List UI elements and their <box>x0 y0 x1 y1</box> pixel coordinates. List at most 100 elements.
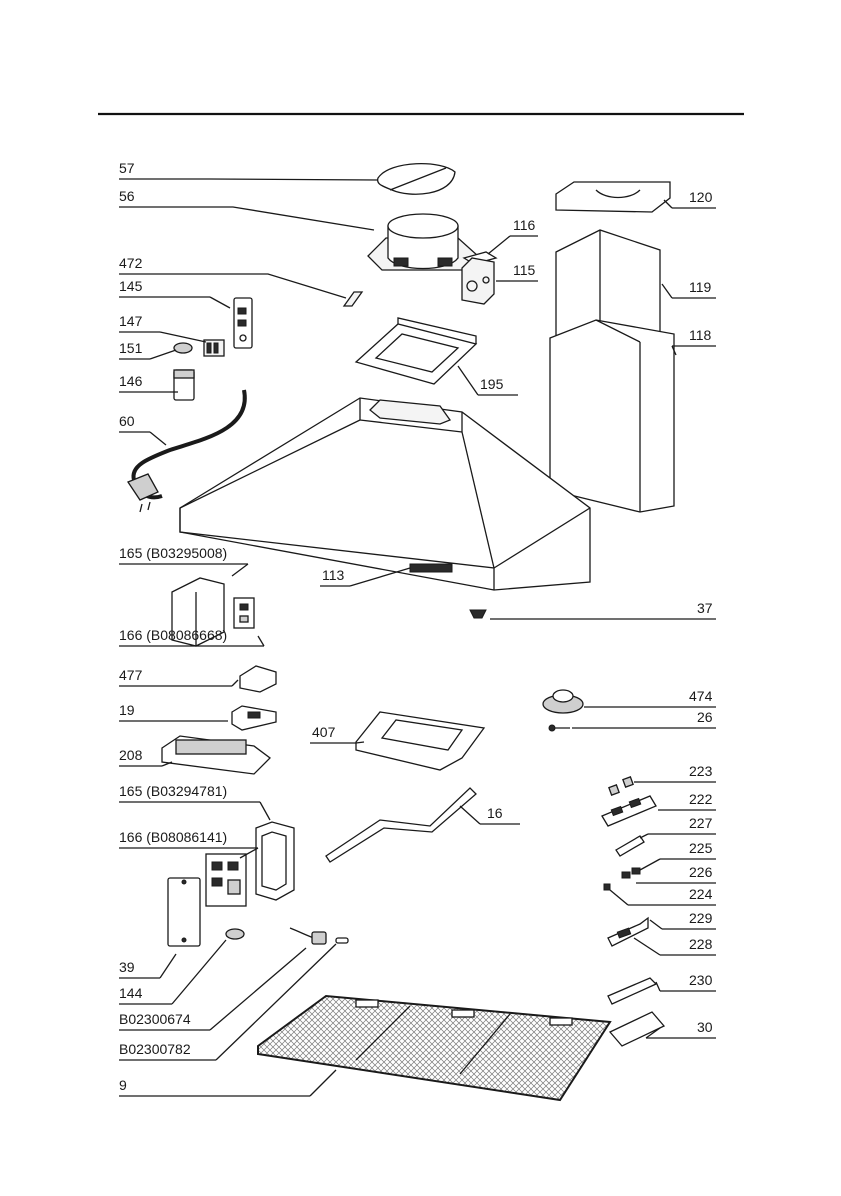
part-label: 407 <box>312 724 336 740</box>
part-label: 166 (B08086141) <box>119 829 227 845</box>
part-label: 147 <box>119 313 143 329</box>
callout-151: 151 <box>119 340 176 359</box>
leader-line <box>240 848 258 858</box>
part-label: 56 <box>119 188 135 204</box>
leader-line <box>310 1070 336 1096</box>
part-b02300674-drawing <box>290 928 326 944</box>
part-label: 230 <box>689 972 713 988</box>
callout-165a: 165 (B03295008) <box>119 545 248 576</box>
part-label: 228 <box>689 936 713 952</box>
callout-60: 60 <box>119 413 166 445</box>
leader-line <box>350 568 410 586</box>
part-166b-drawing <box>206 854 246 906</box>
leader-line <box>656 982 660 991</box>
part-208-drawing <box>162 736 270 774</box>
part-472-drawing <box>344 292 362 306</box>
callout-115: 115 <box>496 262 538 281</box>
callout-116: 116 <box>488 217 538 254</box>
part-b02300782-drawing <box>336 938 348 943</box>
part-label: 222 <box>689 791 713 807</box>
part-label: 227 <box>689 815 713 831</box>
leader-line <box>650 920 662 929</box>
part-57-drawing <box>378 164 455 195</box>
part-label: 113 <box>322 567 345 583</box>
part-label: 30 <box>697 1019 713 1035</box>
part-116-115-drawing <box>462 252 496 304</box>
callout-165b: 165 (B03294781) <box>119 783 270 820</box>
leader-line <box>210 207 374 230</box>
callout-227: 227 <box>640 815 716 838</box>
callout-147: 147 <box>119 313 206 342</box>
part-230-30-drawing <box>608 978 664 1046</box>
callout-120: 120 <box>664 189 716 208</box>
leader-line <box>640 834 648 838</box>
part-label: 195 <box>480 376 504 392</box>
callout-16: 16 <box>460 805 520 824</box>
part-label: B02300674 <box>119 1011 191 1027</box>
part-165b-drawing <box>256 822 294 900</box>
leader-line <box>160 332 206 342</box>
callout-57: 57 <box>119 160 378 180</box>
leader-line <box>172 940 226 1004</box>
leader-line <box>150 350 176 359</box>
leader-line <box>232 564 248 576</box>
part-474-drawing <box>543 690 583 713</box>
callout-b674: B02300674 <box>119 948 306 1030</box>
part-9-drawing <box>258 996 610 1100</box>
part-label: 474 <box>689 688 713 704</box>
part-407-drawing <box>356 712 484 770</box>
callout-26: 26 <box>572 709 716 728</box>
part-144-drawing <box>226 929 244 939</box>
part-label: 229 <box>689 910 713 926</box>
leader-line <box>232 680 238 686</box>
callout-228: 228 <box>634 936 716 955</box>
part-120-drawing <box>556 182 670 212</box>
part-26-drawing <box>549 725 570 731</box>
leader-line <box>210 179 378 180</box>
part-label: 57 <box>119 160 135 176</box>
leader-line <box>664 200 672 208</box>
part-label: 225 <box>689 840 713 856</box>
part-56-drawing <box>368 214 478 270</box>
part-label: 26 <box>697 709 713 725</box>
part-label: 16 <box>487 805 503 821</box>
part-label: 208 <box>119 747 143 763</box>
part-16-drawing <box>326 788 476 862</box>
callout-474: 474 <box>584 688 716 707</box>
part-223-222-drawing <box>602 777 656 826</box>
hood-canopy-drawing <box>180 398 590 590</box>
callout-472: 472 <box>119 255 346 298</box>
leader-line <box>160 954 176 978</box>
leader-line <box>610 890 628 905</box>
callout-223: 223 <box>634 763 716 782</box>
part-label: 472 <box>119 255 143 271</box>
part-label: 146 <box>119 373 143 389</box>
part-145-drawing <box>234 298 252 348</box>
callout-145: 145 <box>119 278 230 308</box>
callout-118: 118 <box>672 327 716 355</box>
callout-19: 19 <box>119 702 228 721</box>
part-146-drawing <box>174 370 194 400</box>
part-label: 165 (B03295008) <box>119 545 227 561</box>
callout-195: 195 <box>458 366 518 395</box>
part-147-drawing <box>204 340 224 356</box>
part-118-drawing <box>550 320 674 512</box>
leader-line <box>258 636 264 646</box>
part-19-drawing <box>232 706 276 730</box>
part-39-drawing <box>168 878 200 946</box>
callout-222: 222 <box>658 791 716 810</box>
callout-39: 39 <box>119 954 176 978</box>
part-label: 115 <box>513 262 536 278</box>
callout-226: 226 <box>636 864 716 883</box>
part-label: 118 <box>689 327 712 343</box>
leader-line <box>458 366 478 395</box>
callout-230: 230 <box>656 972 716 991</box>
part-label: 116 <box>513 217 536 233</box>
callout-229: 229 <box>650 910 716 929</box>
part-37-drawing <box>470 610 486 618</box>
part-label: 226 <box>689 864 713 880</box>
leader-line <box>640 859 660 870</box>
part-label: 60 <box>119 413 135 429</box>
callout-477: 477 <box>119 667 238 686</box>
